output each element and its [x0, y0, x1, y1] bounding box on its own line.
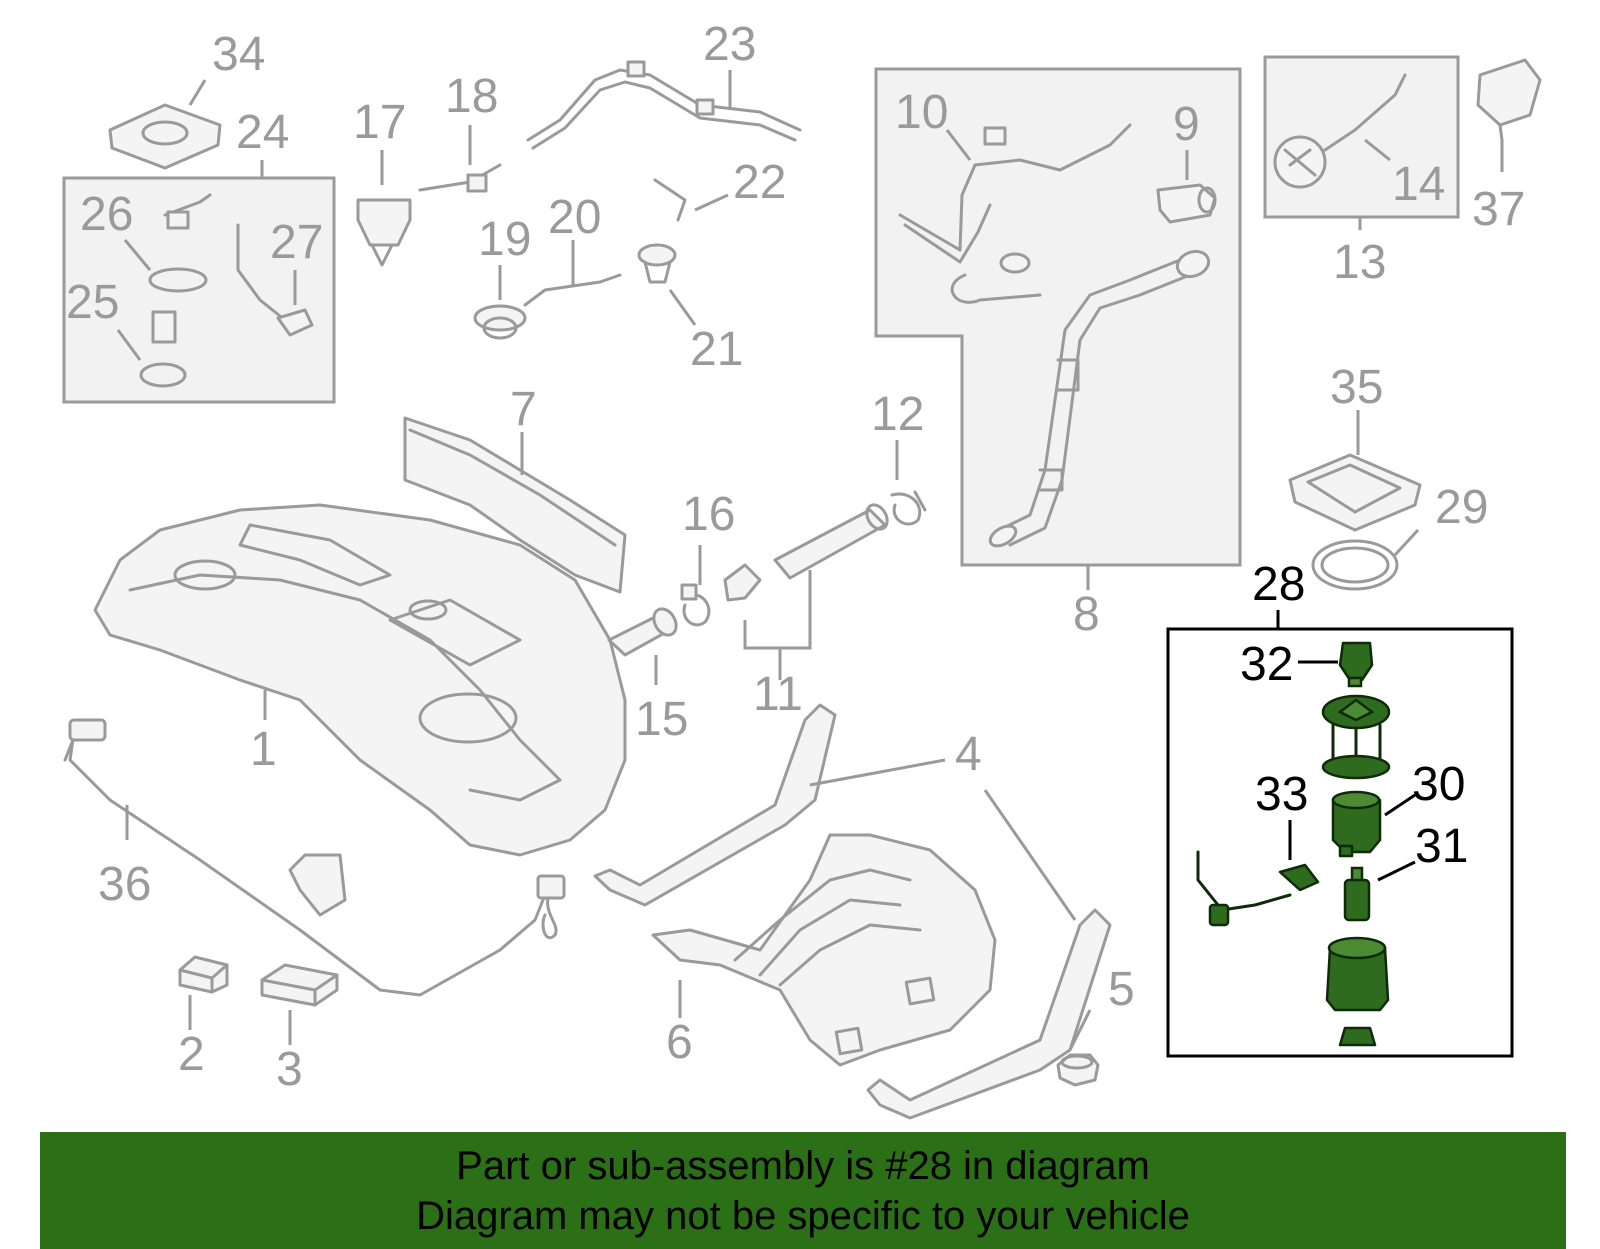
callout-12[interactable]: 12 [871, 388, 924, 441]
banner-line-2: Diagram may not be specific to your vehi… [416, 1193, 1190, 1238]
hose-22[interactable] [653, 178, 687, 222]
callout-4[interactable]: 4 [955, 728, 982, 781]
fuel-cap-14[interactable] [1273, 73, 1407, 189]
part-31-fuel-pump[interactable] [1343, 866, 1371, 922]
callout-20[interactable]: 20 [548, 191, 601, 244]
callout-23[interactable]: 23 [703, 18, 756, 71]
fuel-pump-17[interactable] [356, 198, 412, 267]
gasket-29[interactable] [1311, 539, 1399, 591]
hose-20[interactable] [523, 273, 622, 307]
part-33-level-sender[interactable] [1196, 850, 1320, 927]
tank-strap-right[interactable] [866, 908, 1112, 1120]
part-28-pump-reservoir-top[interactable] [1321, 694, 1391, 780]
callout-24[interactable]: 24 [236, 106, 289, 159]
callout-15[interactable]: 15 [635, 693, 688, 746]
fuel-tank-bolt[interactable] [1056, 1053, 1100, 1087]
leader-lines [116, 70, 1504, 1051]
callout-13[interactable]: 13 [1333, 236, 1386, 289]
tank-strap-left[interactable] [593, 703, 837, 907]
callout-14[interactable]: 14 [1392, 158, 1445, 211]
fuel-filler-pipe[interactable] [987, 247, 1212, 550]
callout-28[interactable]: 28 [1252, 558, 1305, 611]
fuel-pump-assembly-28[interactable] [1196, 641, 1391, 1047]
hose-clamp-16[interactable] [680, 583, 711, 627]
hose-18[interactable] [418, 163, 502, 193]
callout-11[interactable]: 11 [753, 668, 803, 721]
part-30-pump-housing[interactable] [1331, 790, 1382, 858]
valve-9[interactable] [1156, 183, 1217, 224]
banner-line-1: Part or sub-assembly is #28 in diagram [456, 1143, 1150, 1188]
sender-unit-24[interactable] [139, 193, 314, 388]
callout-34[interactable]: 34 [212, 28, 265, 81]
filler-hose-15[interactable] [607, 605, 681, 657]
valve-21[interactable] [637, 243, 677, 284]
callout-26[interactable]: 26 [80, 188, 133, 241]
assembly-box-8 [874, 67, 1242, 567]
callout-9[interactable]: 9 [1173, 98, 1200, 151]
callout-1[interactable]: 1 [250, 723, 277, 776]
callout-37[interactable]: 37 [1472, 183, 1525, 236]
part-32-fuel-filter[interactable] [1338, 641, 1374, 688]
pad-3[interactable] [260, 963, 339, 1007]
callout-35[interactable]: 35 [1330, 361, 1383, 414]
filler-hose-11[interactable] [723, 501, 891, 602]
callout-19[interactable]: 19 [478, 213, 531, 266]
callout-6[interactable]: 6 [666, 1016, 693, 1069]
part-28-pump-reservoir-bottom[interactable] [1325, 936, 1390, 1047]
fuel-tank[interactable] [93, 503, 627, 857]
callout-3[interactable]: 3 [276, 1043, 303, 1096]
wiring-harness[interactable] [63, 718, 566, 997]
vapor-line-23[interactable] [526, 60, 802, 150]
callout-7[interactable]: 7 [510, 383, 537, 436]
pad-2[interactable] [178, 955, 229, 994]
callout-36[interactable]: 36 [98, 858, 151, 911]
callout-10[interactable]: 10 [895, 86, 948, 139]
vent-tube-10[interactable] [898, 123, 1132, 304]
callout-31[interactable]: 31 [1415, 820, 1468, 873]
callout-16[interactable]: 16 [682, 488, 735, 541]
callout-5[interactable]: 5 [1108, 963, 1135, 1016]
callout-25[interactable]: 25 [66, 276, 119, 329]
callout-32[interactable]: 32 [1240, 638, 1293, 691]
assembly-box-24 [62, 176, 336, 404]
callout-17[interactable]: 17 [353, 96, 406, 149]
callout-30[interactable]: 30 [1412, 758, 1465, 811]
callout-labels: 1 2 3 4 5 6 7 8 9 10 11 12 13 14 15 16 1… [66, 18, 1525, 1096]
bracket-37[interactable] [1476, 58, 1542, 142]
hose-clamp-12[interactable] [890, 490, 927, 526]
callout-18[interactable]: 18 [445, 70, 498, 123]
heat-shield-lower[interactable] [651, 833, 997, 1067]
gasket-35[interactable] [1288, 453, 1422, 532]
callout-29[interactable]: 29 [1435, 481, 1488, 534]
heat-shield-upper[interactable] [403, 416, 627, 594]
callout-22[interactable]: 22 [733, 156, 786, 209]
seal-19[interactable] [473, 304, 527, 340]
callout-2[interactable]: 2 [178, 1028, 205, 1081]
cover-plate-34[interactable] [108, 103, 222, 170]
callout-27[interactable]: 27 [270, 216, 323, 269]
diagram-notice-banner: Part or sub-assembly is #28 in diagram D… [40, 1132, 1566, 1249]
callout-8[interactable]: 8 [1073, 588, 1100, 641]
callout-33[interactable]: 33 [1255, 768, 1308, 821]
callout-21[interactable]: 21 [690, 323, 743, 376]
